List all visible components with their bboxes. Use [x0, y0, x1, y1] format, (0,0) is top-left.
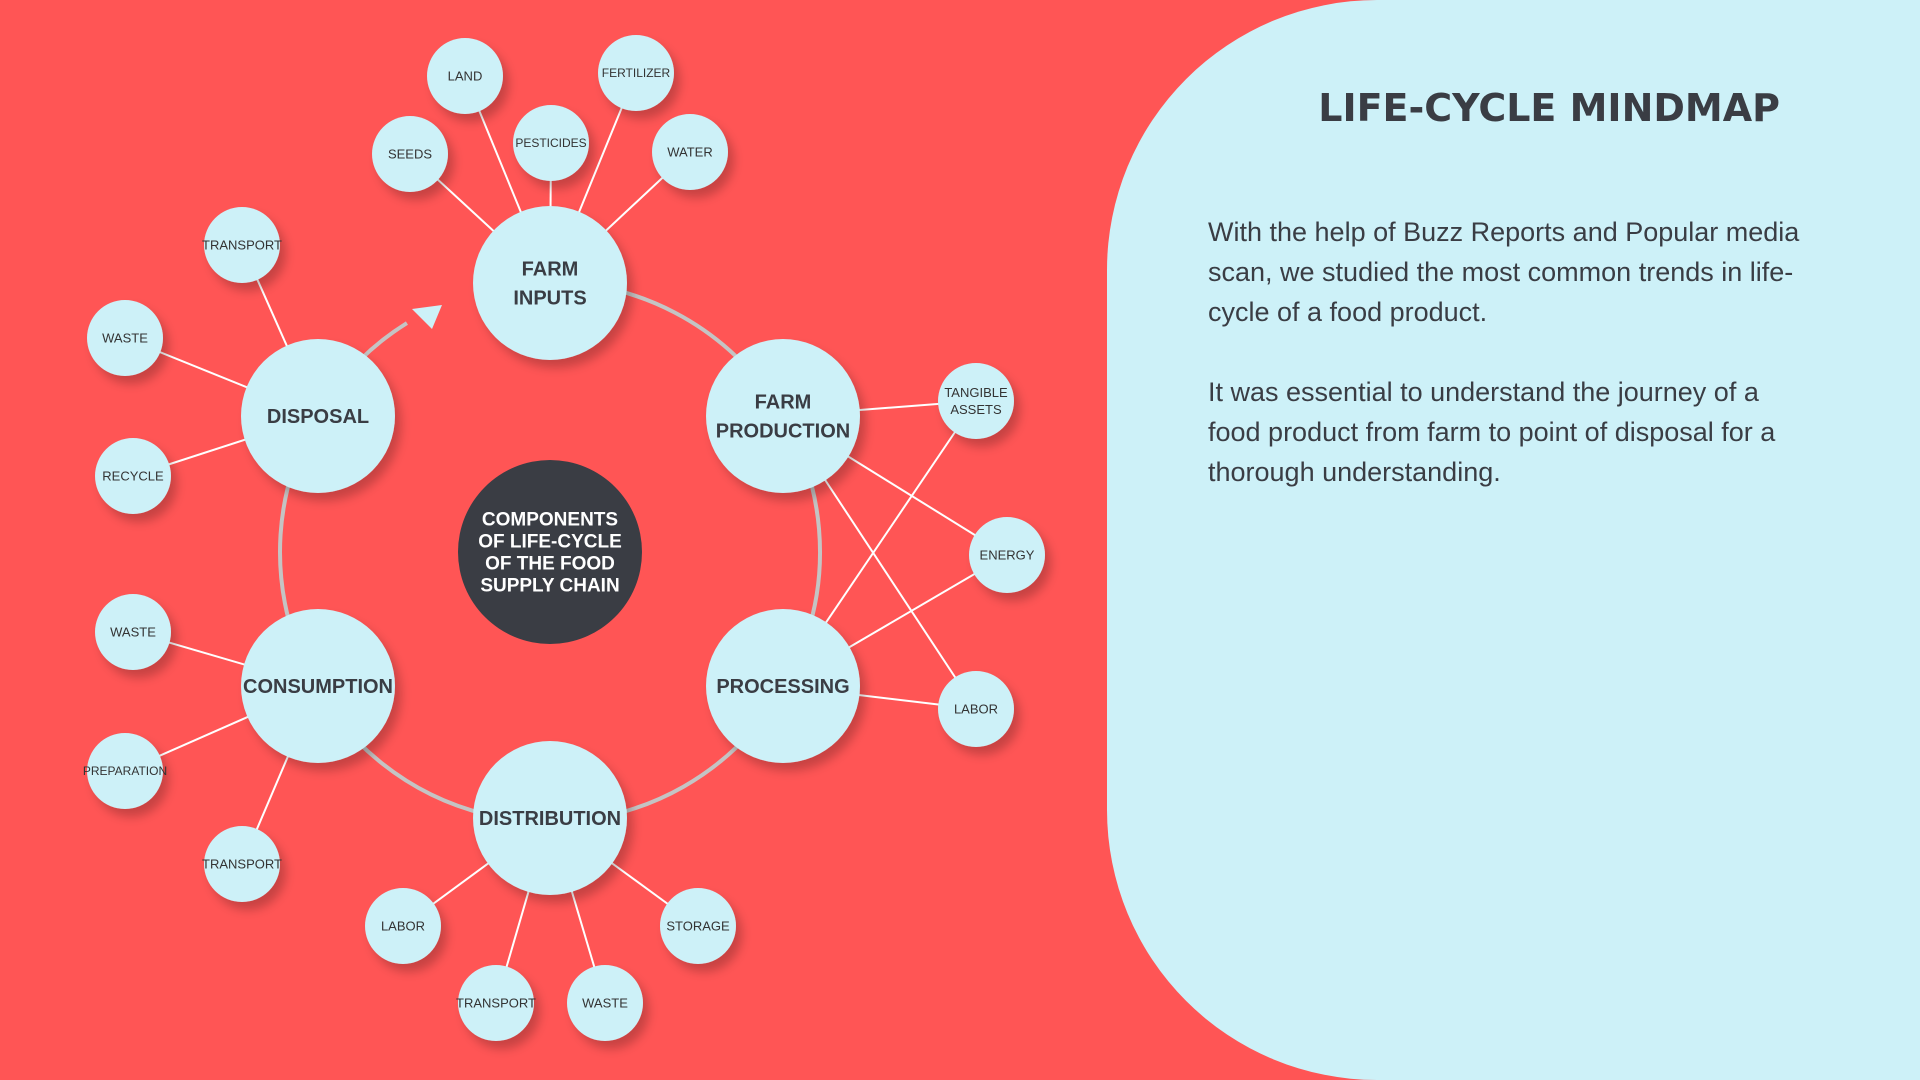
- leaf-circle: [938, 671, 1014, 747]
- leaf-label: WASTE: [110, 625, 156, 640]
- leaf-label: SEEDS: [388, 147, 432, 162]
- leaf-node-seeds[interactable]: SEEDS: [372, 116, 448, 192]
- stage-node-distribution[interactable]: DISTRIBUTION: [473, 741, 627, 895]
- stage-circle: [241, 339, 395, 493]
- stage-circle: [706, 609, 860, 763]
- leaf-circle: [598, 35, 674, 111]
- leaf-circle: [969, 517, 1045, 593]
- leaf-label: TRANSPORT: [202, 238, 282, 253]
- stage-label: DISTRIBUTION: [479, 808, 621, 830]
- leaf-node-waste-consumption[interactable]: WASTE: [95, 594, 171, 670]
- leaf-label: WASTE: [102, 331, 148, 346]
- leaf-node-water[interactable]: WATER: [652, 114, 728, 190]
- leaf-label: LAND: [448, 69, 483, 84]
- info-panel: [1107, 0, 1920, 1080]
- leaf-node-labor-distribution[interactable]: LABOR: [365, 888, 441, 964]
- leaf-label: TRANSPORT: [456, 996, 536, 1011]
- leaf-circle: [513, 105, 589, 181]
- leaf-circle: [87, 733, 163, 809]
- leaf-circle: [204, 207, 280, 283]
- leaf-circle: [95, 594, 171, 670]
- stage-label: PROCESSING: [716, 676, 849, 698]
- stage-circle: [473, 206, 627, 360]
- purpose-paragraph: It was essential to understand the journ…: [1208, 377, 1776, 487]
- leaf-label: PREPARATION: [83, 764, 167, 778]
- leaf-circle: [458, 965, 534, 1041]
- leaf-node-labor-processing[interactable]: LABOR: [938, 671, 1014, 747]
- leaf-label: FERTILIZER: [602, 66, 671, 80]
- leaf-circle: [372, 116, 448, 192]
- leaf-label: LABOR: [381, 919, 425, 934]
- stage-node-disposal[interactable]: DISPOSAL: [241, 339, 395, 493]
- leaf-label: WASTE: [582, 996, 628, 1011]
- leaf-label: WATER: [667, 145, 713, 160]
- page-title: LIFE-CYCLE MINDMAP: [1318, 86, 1780, 130]
- leaf-circle: [652, 114, 728, 190]
- leaf-node-pesticides[interactable]: PESTICIDES: [513, 105, 589, 181]
- leaf-label: STORAGE: [666, 919, 730, 934]
- stage-node-consumption[interactable]: CONSUMPTION: [241, 609, 395, 763]
- leaf-circle: [204, 826, 280, 902]
- stage-label: DISPOSAL: [267, 406, 369, 428]
- intro-paragraph: With the help of Buzz Reports and Popula…: [1208, 217, 1800, 327]
- leaf-circle: [660, 888, 736, 964]
- leaf-circle: [87, 300, 163, 376]
- leaf-circle: [567, 965, 643, 1041]
- leaf-circle: [95, 438, 171, 514]
- leaf-node-fertilizer[interactable]: FERTILIZER: [598, 35, 674, 111]
- leaf-label: PESTICIDES: [515, 136, 586, 150]
- leaf-circle: [365, 888, 441, 964]
- stage-node-processing[interactable]: PROCESSING: [706, 609, 860, 763]
- leaf-node-waste-distribution[interactable]: WASTE: [567, 965, 643, 1041]
- stage-circle: [706, 339, 860, 493]
- center-circle: [458, 460, 642, 644]
- leaf-node-transport-distribution[interactable]: TRANSPORT: [456, 965, 536, 1041]
- stage-label: CONSUMPTION: [243, 676, 393, 698]
- leaf-node-transport-consumption[interactable]: TRANSPORT: [202, 826, 282, 902]
- leaf-node-storage[interactable]: STORAGE: [660, 888, 736, 964]
- leaf-label: TRANSPORT: [202, 857, 282, 872]
- leaf-circle: [427, 38, 503, 114]
- leaf-label: LABOR: [954, 702, 998, 717]
- cycle-arrow-icon: [412, 305, 442, 329]
- leaf-node-land[interactable]: LAND: [427, 38, 503, 114]
- stage-circle: [241, 609, 395, 763]
- leaf-label: RECYCLE: [102, 469, 164, 484]
- leaf-node-energy[interactable]: ENERGY: [969, 517, 1045, 593]
- leaf-label: ENERGY: [980, 548, 1035, 563]
- leaf-circle: [938, 363, 1014, 439]
- leaf-node-transport-disposal[interactable]: TRANSPORT: [202, 207, 282, 283]
- leaf-node-waste-disposal[interactable]: WASTE: [87, 300, 163, 376]
- leaf-node-preparation[interactable]: PREPARATION: [83, 733, 167, 809]
- stage-circle: [473, 741, 627, 895]
- leaf-node-recycle[interactable]: RECYCLE: [95, 438, 171, 514]
